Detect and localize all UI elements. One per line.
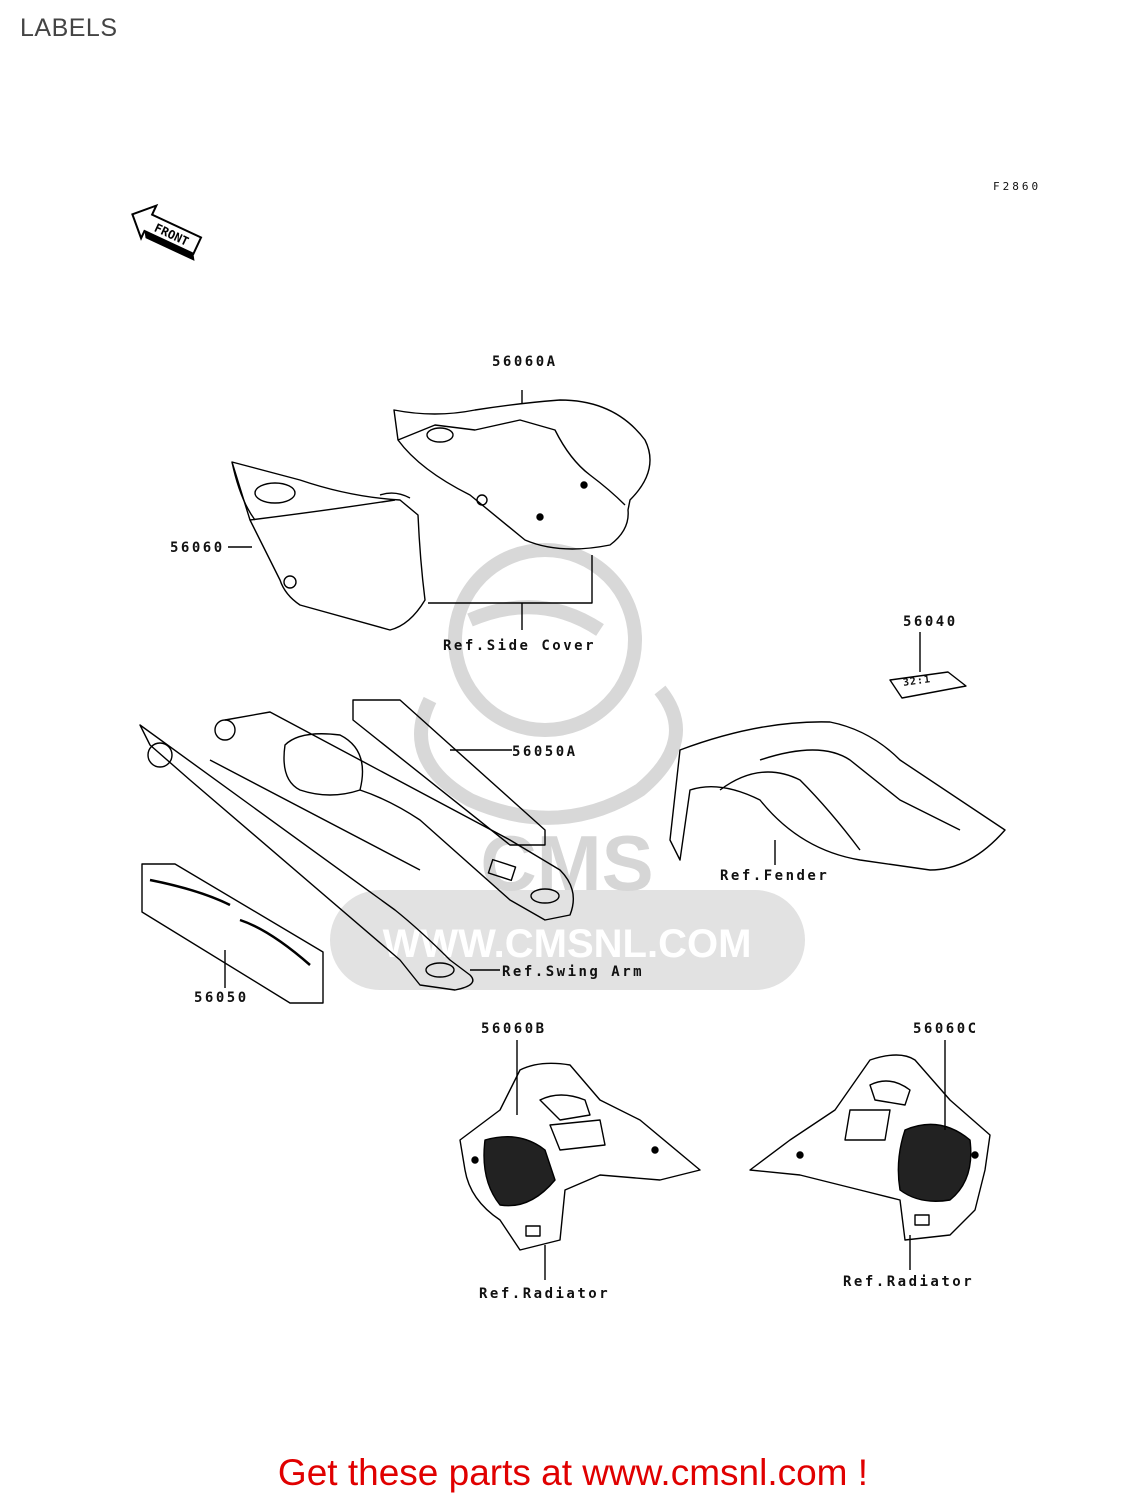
callout-56050a[interactable]: 56050A: [512, 744, 578, 760]
rear-fender-drawing: [669, 721, 1006, 871]
radiator-shroud-right-drawing: [749, 1040, 991, 1270]
watermark-logo: CMS: [480, 819, 653, 907]
callout-ref-side-cover[interactable]: Ref.Side Cover: [443, 638, 597, 654]
front-arrow: FRONT: [131, 203, 203, 261]
callout-56050[interactable]: 56050: [194, 990, 249, 1006]
cmsnl-watermark-badge: CMS WWW.CMSNL.COM: [330, 819, 805, 990]
watermark-url: WWW.CMSNL.COM: [383, 922, 752, 966]
callout-ref-swing-arm[interactable]: Ref.Swing Arm: [502, 964, 645, 980]
page-title: LABELS: [20, 14, 118, 42]
side-cover-bracket: [428, 555, 593, 630]
callout-56040[interactable]: 56040: [903, 614, 958, 630]
swing-arm-drawing: [139, 711, 574, 991]
callout-56060c[interactable]: 56060C: [913, 1021, 979, 1037]
callout-56060[interactable]: 56060: [170, 540, 225, 556]
callout-56060a[interactable]: 56060A: [492, 354, 558, 370]
callout-ref-fender[interactable]: Ref.Fender: [720, 868, 830, 884]
side-cover-left-drawing: [231, 461, 426, 631]
figure-code: F2860: [993, 180, 1042, 193]
callout-56060b[interactable]: 56060B: [481, 1021, 547, 1037]
label-decal-56050: [141, 863, 324, 1004]
shop-banner-link[interactable]: Get these parts at www.cmsnl.com !: [277, 1452, 869, 1493]
label-32-1-drawing: [889, 632, 967, 699]
side-cover-right-drawing: [393, 399, 651, 550]
radiator-shroud-left-drawing: [459, 1040, 701, 1280]
callout-ref-radiator-left[interactable]: Ref.Radiator: [479, 1286, 611, 1302]
label-strip-56050a: [352, 699, 546, 846]
cmsnl-watermark: [414, 543, 683, 825]
callout-ref-radiator-right[interactable]: Ref.Radiator: [843, 1274, 975, 1290]
